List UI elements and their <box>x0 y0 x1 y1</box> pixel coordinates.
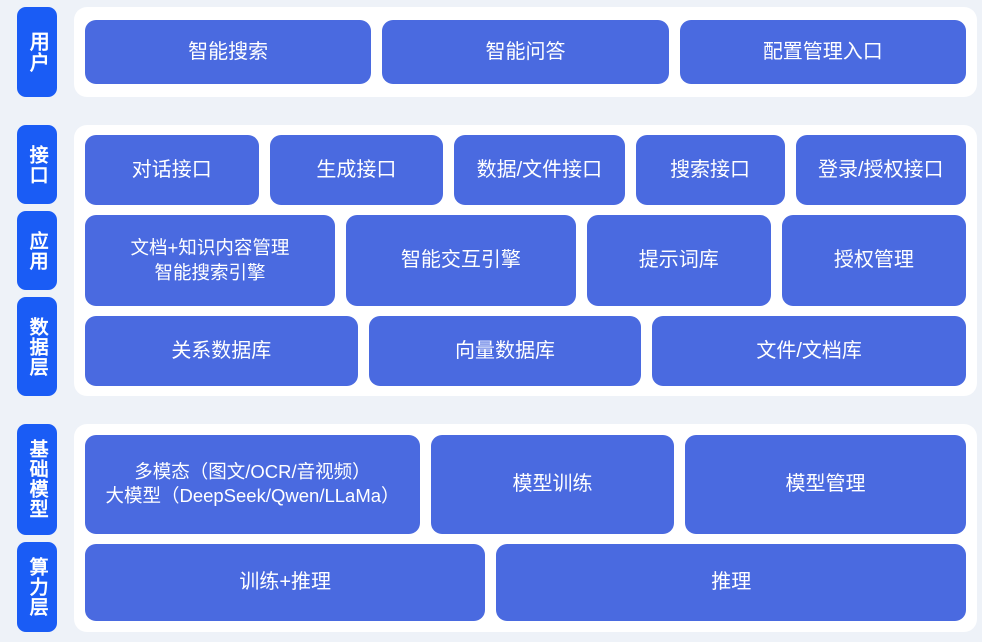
box-generation-interface[interactable]: 生成接口 <box>269 135 444 205</box>
box-inference[interactable]: 推理 <box>496 543 966 622</box>
box-document-knowledge-management[interactable]: 文档+知识内容管理 智能搜索引擎 <box>85 214 335 307</box>
row-interfaces: 对话接口 生成接口 数据/文件接口 搜索接口 登录/授权接口 <box>85 135 966 205</box>
box-dialog-interface[interactable]: 对话接口 <box>85 135 259 205</box>
box-login-auth-interface[interactable]: 登录/授权接口 <box>795 135 966 205</box>
row-applications: 文档+知识内容管理 智能搜索引擎 智能交互引擎 提示词库 授权管理 <box>85 214 966 307</box>
rail-bottom: 基础模型 算力层 <box>0 417 74 639</box>
panel-middle: 对话接口 生成接口 数据/文件接口 搜索接口 登录/授权接口 文档+知识内容管理… <box>74 125 977 396</box>
box-search-interface[interactable]: 搜索接口 <box>635 135 785 205</box>
box-smart-qa[interactable]: 智能问答 <box>382 20 669 84</box>
panel-user: 智能搜索 智能问答 配置管理入口 <box>74 7 977 97</box>
box-authorization-management[interactable]: 授权管理 <box>781 214 966 307</box>
row-user-entries: 智能搜索 智能问答 配置管理入口 <box>85 20 966 84</box>
box-data-file-interface[interactable]: 数据/文件接口 <box>454 135 625 205</box>
rail-tab-compute-layer[interactable]: 算力层 <box>17 541 57 632</box>
row-models: 多模态（图文/OCR/音视频） 大模型（DeepSeek/Qwen/LLaMa）… <box>85 435 966 534</box>
section-middle: 接口 应用 数据层 对话接口 生成接口 数据/文件接口 搜索接口 登录/授权接口… <box>0 118 982 403</box>
row-compute: 训练+推理 推理 <box>85 543 966 622</box>
rail-tab-application[interactable]: 应用 <box>17 211 57 290</box>
box-smart-search[interactable]: 智能搜索 <box>85 20 372 84</box>
box-model-training[interactable]: 模型训练 <box>431 435 675 534</box>
rail-tab-foundation-model[interactable]: 基础模型 <box>17 424 57 535</box>
rail-tab-data-layer[interactable]: 数据层 <box>17 297 57 396</box>
box-relational-database[interactable]: 关系数据库 <box>85 316 358 386</box>
section-divider-bottom <box>0 403 982 417</box>
box-training-inference[interactable]: 训练+推理 <box>85 543 486 622</box>
rail-user: 用户 <box>0 0 74 104</box>
rail-tab-interface[interactable]: 接口 <box>17 125 57 204</box>
box-multimodal-large-model[interactable]: 多模态（图文/OCR/音视频） 大模型（DeepSeek/Qwen/LLaMa） <box>85 435 420 534</box>
box-config-management-entry[interactable]: 配置管理入口 <box>679 20 966 84</box>
section-user: 用户 智能搜索 智能问答 配置管理入口 <box>0 0 982 104</box>
box-smart-interaction-engine[interactable]: 智能交互引擎 <box>345 214 576 307</box>
section-bottom: 基础模型 算力层 多模态（图文/OCR/音视频） 大模型（DeepSeek/Qw… <box>0 417 982 639</box>
box-model-management[interactable]: 模型管理 <box>685 435 966 534</box>
box-file-document-store[interactable]: 文件/文档库 <box>652 316 966 386</box>
box-prompt-library[interactable]: 提示词库 <box>586 214 771 307</box>
row-data-stores: 关系数据库 向量数据库 文件/文档库 <box>85 316 966 386</box>
panel-bottom: 多模态（图文/OCR/音视频） 大模型（DeepSeek/Qwen/LLaMa）… <box>74 424 977 632</box>
rail-tab-user[interactable]: 用户 <box>17 7 57 97</box>
rail-middle: 接口 应用 数据层 <box>0 118 74 403</box>
section-divider-top <box>0 104 982 118</box>
box-vector-database[interactable]: 向量数据库 <box>368 316 642 386</box>
